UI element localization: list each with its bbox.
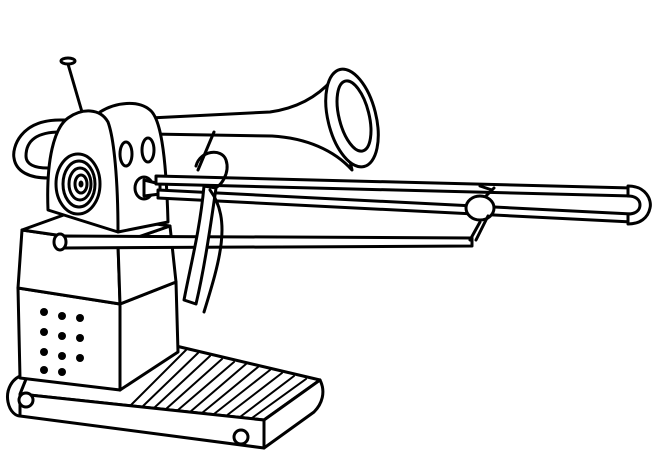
robot-head	[46, 102, 170, 234]
trombone-slide-section	[142, 130, 652, 226]
robot-arm-rod	[60, 234, 474, 250]
conveyor-right-end	[262, 378, 325, 450]
robot-lower-body-front	[16, 286, 122, 392]
robot-arm-support-strap	[202, 188, 224, 314]
slide-hand-grip	[194, 130, 229, 192]
robot-eye-left-icon	[118, 140, 134, 168]
antenna-tip-icon	[59, 56, 77, 66]
speaker-grille-icon	[40, 308, 84, 376]
robot-arm	[52, 184, 490, 314]
antenna	[59, 56, 84, 114]
trombone-bell-inner	[335, 79, 373, 153]
antenna-rod	[66, 62, 84, 114]
robot-arm-shoulder-joint	[52, 232, 68, 252]
trombone-bell-section	[12, 67, 380, 180]
trombone-bell-flare	[148, 78, 354, 172]
trombone-slide-end-bend	[626, 184, 652, 226]
robot-arm-support	[182, 184, 218, 306]
trombone-bell-rim	[324, 67, 380, 169]
conveyor-base	[6, 344, 325, 450]
robot-eye-right-icon	[140, 136, 156, 164]
slide-brace	[464, 184, 496, 222]
head-speaker-spiral-icon	[54, 152, 102, 216]
conveyor-wheel-left-icon	[17, 391, 35, 409]
robot-arm-slide-link	[468, 214, 490, 242]
conveyor-belt-ridges	[129, 349, 307, 419]
robot-lower-body	[16, 266, 180, 392]
conveyor-left-end	[6, 372, 30, 418]
conveyor-wheel-right-icon	[232, 428, 250, 446]
